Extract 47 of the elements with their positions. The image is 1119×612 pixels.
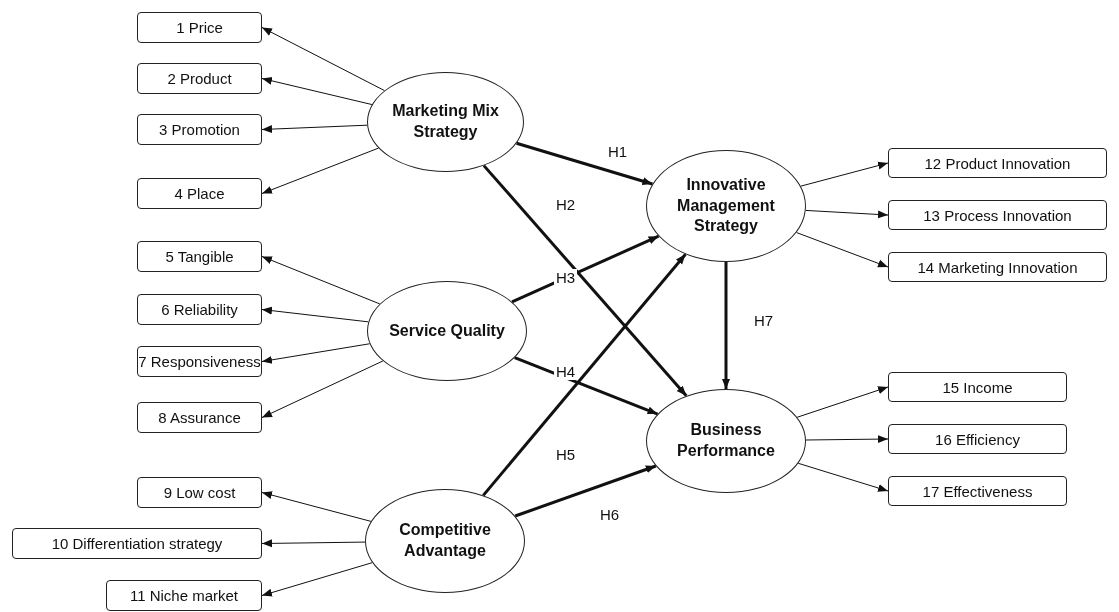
indicator-box: 4 Place xyxy=(137,178,262,209)
indicator-box: 12 Product Innovation xyxy=(888,148,1107,178)
arrow xyxy=(261,27,385,92)
arrow xyxy=(261,343,371,364)
indicator-box: 1 Price xyxy=(137,12,262,43)
arrow xyxy=(511,234,660,304)
indicator-box: 3 Promotion xyxy=(137,114,262,145)
indicator-box: 7 Responsiveness xyxy=(137,346,262,377)
indicator-box: 2 Product xyxy=(137,63,262,94)
arrow xyxy=(261,76,373,106)
indicator-box: 14 Marketing Innovation xyxy=(888,252,1107,282)
arrow xyxy=(805,435,889,444)
arrow xyxy=(722,262,730,389)
indicator-box: 10 Differentiation strategy xyxy=(12,528,262,559)
arrow xyxy=(261,539,366,548)
arrow xyxy=(482,164,688,397)
indicator-box: 16 Efficiency xyxy=(888,424,1067,454)
indicator-box: 5 Tangible xyxy=(137,241,262,272)
indicator-box: 9 Low cost xyxy=(137,477,262,508)
construct-ellipse: Business Performance xyxy=(646,389,806,493)
arrow xyxy=(514,464,657,518)
arrow xyxy=(797,462,889,492)
arrow xyxy=(261,306,369,323)
construct-ellipse: Service Quality xyxy=(367,281,527,381)
arrow xyxy=(514,356,659,416)
arrow xyxy=(261,147,380,194)
arrow xyxy=(261,124,368,134)
indicator-box: 11 Niche market xyxy=(106,580,262,611)
indicator-box: 6 Reliability xyxy=(137,294,262,325)
edge-label: H3 xyxy=(554,269,578,286)
arrow xyxy=(516,141,653,186)
arrow xyxy=(482,253,687,497)
arrow xyxy=(805,209,889,219)
indicator-box: 13 Process Innovation xyxy=(888,200,1107,230)
construct-ellipse: Innovative Management Strategy xyxy=(646,150,806,262)
construct-ellipse: Competitive Advantage xyxy=(365,489,525,593)
indicator-box: 8 Assurance xyxy=(137,402,262,433)
arrow xyxy=(795,232,889,268)
arrow xyxy=(800,161,889,187)
arrow xyxy=(261,562,373,597)
indicator-box: 17 Effectiveness xyxy=(888,476,1067,506)
construct-ellipse: Marketing Mix Strategy xyxy=(367,72,524,172)
arrow xyxy=(796,386,889,418)
indicator-box: 15 Income xyxy=(888,372,1067,402)
arrow xyxy=(261,360,384,418)
arrow xyxy=(261,256,381,305)
arrow xyxy=(261,491,372,522)
